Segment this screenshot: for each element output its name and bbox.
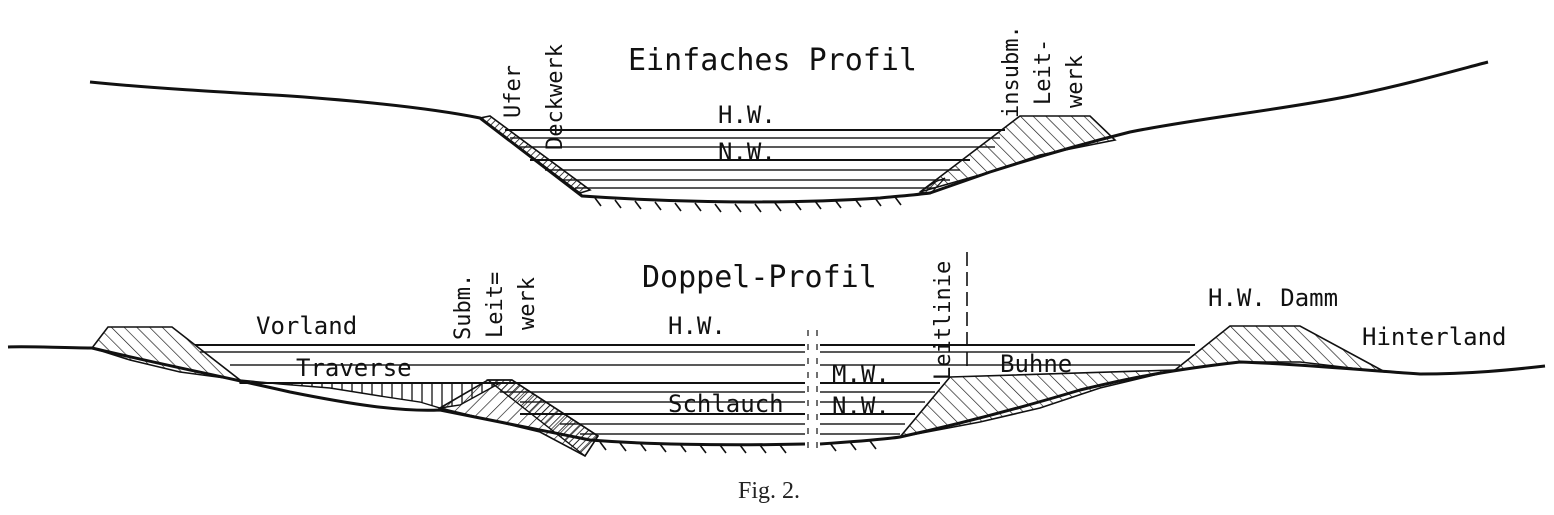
bottom-nw-label: N.W.: [832, 392, 890, 420]
leitlinie-label: Leitlinie: [931, 261, 956, 380]
ufer-label: Ufer: [501, 65, 526, 118]
bottom-leit-label: Leit=: [483, 272, 508, 338]
bottom-werk-label: werk: [515, 277, 540, 330]
einfaches-profil: Einfaches Profil H.W. N.W. Ufer Deckwerk…: [89, 25, 1489, 213]
bottom-title: Doppel-Profil: [642, 260, 877, 295]
hw-damm-label: H.W. Damm: [1208, 284, 1338, 312]
hinterland-label: Hinterland: [1362, 323, 1507, 351]
vorland-label: Vorland: [256, 312, 357, 340]
bottom-hw-label: H.W.: [668, 312, 726, 340]
top-bed-hatch: [594, 196, 902, 213]
doppel-profil: Doppel-Profil Vorland H.W. Traverse Schl…: [7, 252, 1546, 458]
bottom-ground-left: [7, 345, 806, 447]
mw-label: M.W.: [832, 360, 890, 388]
top-hw-label: H.W.: [718, 101, 776, 129]
bottom-water-lines-right: [820, 344, 1195, 435]
bottom-ground-right: [819, 360, 1546, 446]
top-title: Einfaches Profil: [628, 43, 917, 78]
schlauch-label: Schlauch: [668, 390, 784, 418]
top-water-lines: [505, 129, 1005, 189]
top-ground-line: [89, 60, 1489, 204]
bottom-water-lines-left: [195, 344, 805, 435]
top-leit-label: Leit-: [1031, 39, 1056, 105]
traverse-label: Traverse: [296, 354, 412, 382]
top-werk-label: werk: [1063, 55, 1088, 108]
top-nw-label: N.W.: [718, 138, 776, 166]
insubm-leitwerk-dam: [919, 115, 1117, 193]
insubm-label: insubm.: [999, 25, 1024, 118]
deckwerk-revetment: [478, 115, 592, 194]
subm-label: Subm.: [451, 274, 476, 340]
bottom-bed-hatch: [599, 440, 877, 454]
deckwerk-label: Deckwerk: [543, 44, 568, 150]
figure-caption: Fig. 2.: [738, 478, 800, 504]
buhne-label: Buhne: [1000, 350, 1072, 378]
traverse-fill: [239, 379, 501, 409]
